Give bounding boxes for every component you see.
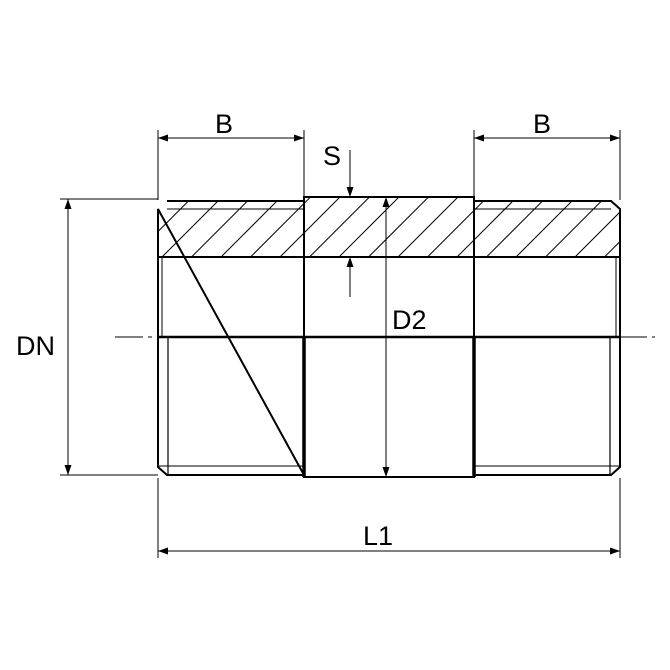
hatch-line (158, 197, 165, 257)
label-s: S (323, 141, 341, 171)
hatch-line (276, 197, 342, 257)
hatch-line (365, 197, 430, 257)
hatch-line (483, 197, 548, 257)
label-d2: D2 (392, 305, 427, 335)
hatch-line (631, 196, 670, 260)
label-l1: L1 (363, 521, 393, 551)
hatch-line (217, 197, 283, 257)
hatch-line (247, 197, 312, 257)
label-b-left: B (215, 109, 233, 139)
hatch-line (158, 197, 194, 257)
hatch-line (306, 197, 371, 257)
label-dn: DN (16, 331, 55, 361)
section-hatching (158, 196, 670, 260)
hatch-line (571, 197, 620, 257)
hatch-line (453, 197, 519, 257)
hatch-line (188, 197, 253, 257)
hatch-line (158, 197, 224, 257)
extension-lines (60, 130, 621, 558)
hatch-line (424, 197, 489, 257)
hatch-line (335, 197, 401, 257)
hatch-line (661, 196, 670, 260)
hatch-line (542, 197, 607, 257)
hatch-line (394, 197, 460, 257)
hatch-line (601, 197, 620, 257)
label-b-right: B (533, 109, 551, 139)
hatch-line (512, 197, 578, 257)
